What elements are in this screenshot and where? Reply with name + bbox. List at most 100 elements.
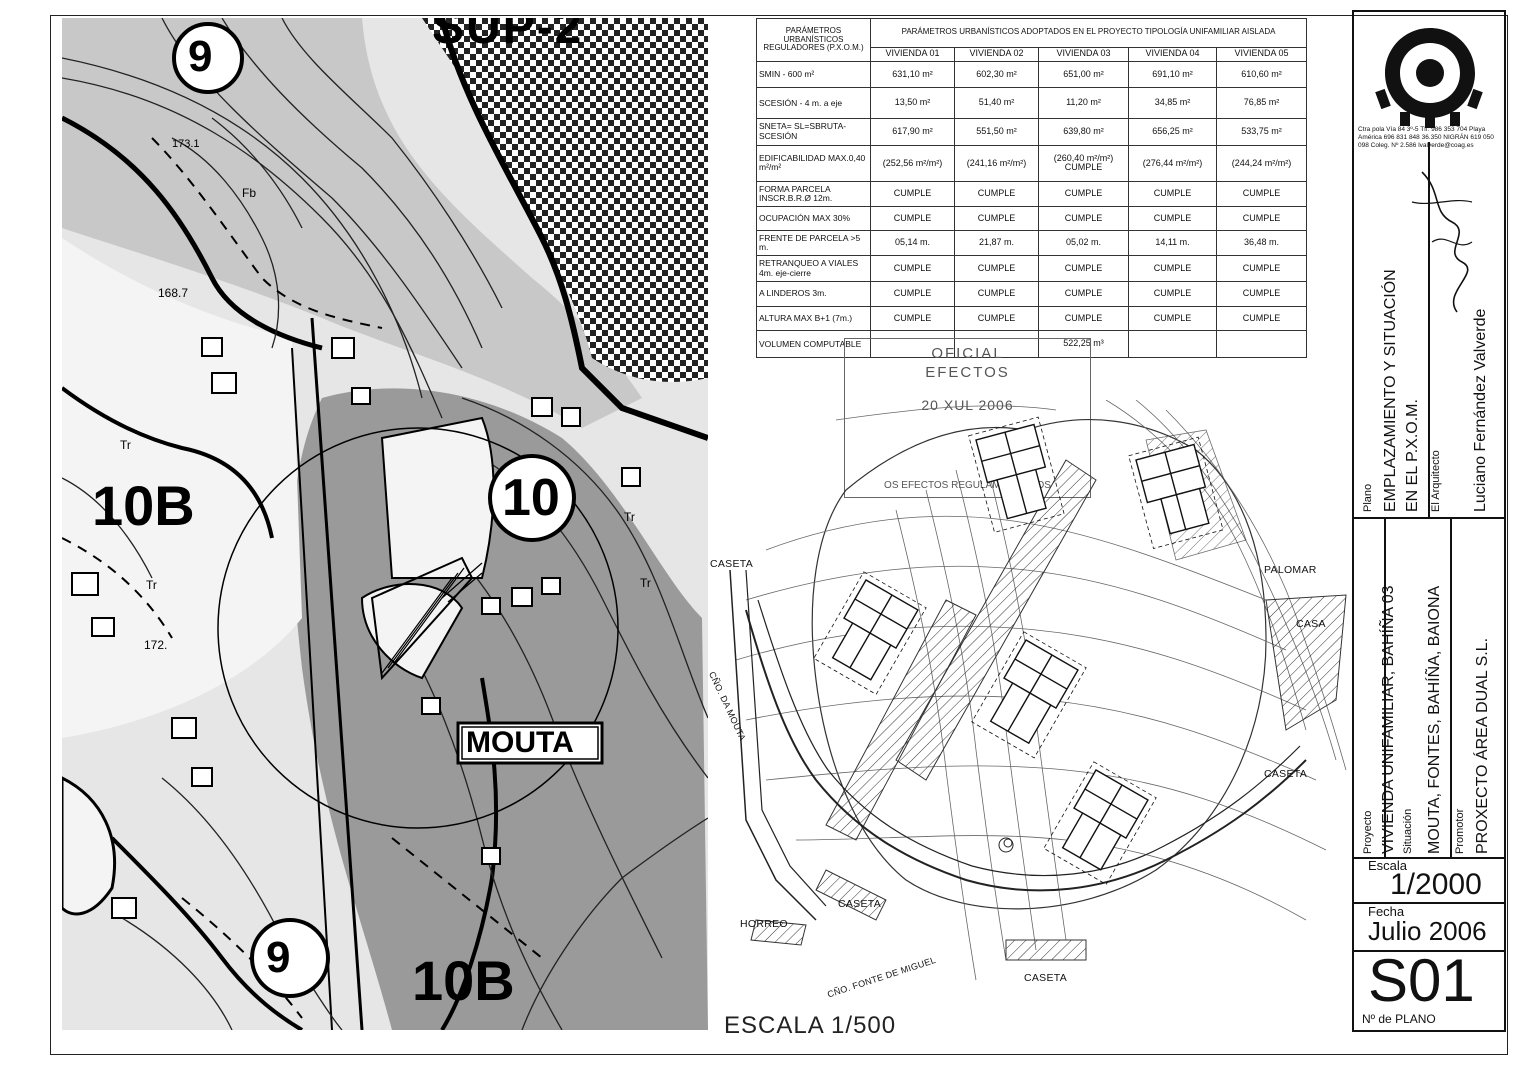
- table-cell: 36,48 m.: [1215, 230, 1308, 256]
- table-cell: 639,80 m²: [1038, 118, 1129, 146]
- table-cell: 631,10 m²: [870, 60, 955, 89]
- spot-height-1: 173.1: [172, 138, 200, 150]
- table-row: ALTURA MAX B+1 (7m.) CUMPLE CUMPLE CUMPL…: [756, 305, 1308, 332]
- terrain-tag-2: Tr: [146, 578, 157, 592]
- table-col-header: VIVIENDA 02: [954, 46, 1039, 62]
- situacion-value: MOUTA, FONTES, BAHÍÑA, BAIONA: [1426, 585, 1443, 854]
- stamp-date: 20 XUL 2006: [921, 397, 1014, 413]
- table-row-label: SMIN - 600 m²: [756, 60, 871, 89]
- pxom-map-drawing: [62, 18, 708, 1030]
- table-cell: 05,02 m.: [1038, 230, 1129, 256]
- terrain-tag-4: Tr: [640, 576, 651, 590]
- table-cell: CUMPLE: [1038, 305, 1129, 332]
- arquitecto-name: Luciano Fernández Valverde: [1472, 308, 1489, 512]
- table-row-label: EDIFICABILIDAD MAX.0,40 m²/m²: [756, 144, 871, 183]
- table-cell: 21,87 m.: [954, 230, 1039, 256]
- table-param-header: PARÁMETROS URBANÍSTICOS REGULADORES (P.X…: [756, 18, 871, 62]
- table-cell: CUMPLE: [870, 205, 955, 232]
- fecha-value: Julio 2006: [1368, 916, 1487, 946]
- table-cell: 34,85 m²: [1128, 87, 1217, 120]
- table-cell: CUMPLE: [1128, 181, 1217, 207]
- table-cell: CUMPLE: [870, 254, 955, 283]
- zone-label-10: 10: [502, 469, 560, 527]
- table-cell: CUMPLE: [954, 205, 1039, 232]
- table-row: SNETA= SL=SBRUTA-SCESIÓN 617,90 m² 551,5…: [756, 118, 1308, 146]
- table-cell: [870, 330, 955, 358]
- table-col-header: VIVIENDA 05: [1215, 46, 1308, 62]
- table-cell: 522,25 m³: [1038, 330, 1129, 358]
- table-cell: CUMPLE: [870, 281, 955, 307]
- terrain-tag-3: Tr: [624, 510, 635, 524]
- label-caseta-2: CASETA: [1264, 768, 1308, 780]
- architect-signature: [1411, 171, 1473, 313]
- label-casa: CASA: [1296, 618, 1326, 630]
- label-caseta-4: CASETA: [1024, 972, 1068, 984]
- place-label-mouta: MOUTA: [466, 726, 574, 759]
- table-main-header: PARÁMETROS URBANÍSTICOS ADOPTADOS EN EL …: [869, 18, 1308, 48]
- label-horreo: HORREO: [740, 918, 788, 930]
- architect-logo: [1375, 28, 1483, 128]
- table-row-label: VOLUMEN COMPUTABLE: [756, 330, 871, 358]
- table-cell: (252,56 m²/m²): [870, 144, 955, 183]
- table-cell: 76,85 m²: [1215, 87, 1308, 120]
- drawing-frame: [50, 15, 1508, 1055]
- table-cell: CUMPLE: [870, 181, 955, 207]
- terrain-tag-5: Fb: [242, 186, 257, 200]
- table-row: OCUPACIÓN MAX 30% CUMPLE CUMPLE CUMPLE C…: [756, 205, 1308, 232]
- escala-label: Escala: [1368, 858, 1408, 873]
- table-cell: CUMPLE: [870, 305, 955, 332]
- table-col-header: VIVIENDA 03: [1038, 46, 1129, 62]
- label-caseta-3: CASETA: [838, 898, 882, 910]
- zone-label-10b-bottom: 10B: [412, 949, 515, 1012]
- spot-height-3: 172.: [144, 638, 168, 652]
- table-cell: 691,10 m²: [1128, 60, 1217, 89]
- promotor-value: PROXECTO ÁREA DUAL S.L.: [1474, 637, 1491, 854]
- spot-height-2: 168.7: [158, 286, 189, 300]
- table-row: SCESIÓN - 4 m. a eje 13,50 m² 51,40 m² 1…: [756, 87, 1308, 120]
- table-row: VOLUMEN COMPUTABLE 522,25 m³: [756, 330, 1308, 358]
- stamp-line-2: EFECTOS: [925, 364, 1010, 381]
- table-row: EDIFICABILIDAD MAX.0,40 m²/m² (252,56 m²…: [756, 144, 1308, 183]
- fecha-label: Fecha: [1368, 904, 1405, 919]
- table-row-label: RETRANQUEO A VIALES 4m. eje-cierre: [756, 254, 871, 283]
- plano-title-2: EN EL P.X.O.M.: [1404, 399, 1421, 512]
- table-cell: 533,75 m²: [1215, 118, 1308, 146]
- proyecto-name: VIVIENDA UNIFAMILIAR, BAHÍÑA 03: [1380, 585, 1397, 854]
- arquitecto-label: El Arquitecto: [1430, 450, 1442, 512]
- table-cell: 51,40 m²: [954, 87, 1039, 120]
- site-plan-drawing: [729, 400, 1347, 981]
- table-row: FORMA PARCELA INSCR.B.R.Ø 12m. CUMPLE CU…: [756, 181, 1308, 207]
- title-block: Ctra pola Vía 84 3º-5 Tlf: 986 353 704 P…: [1352, 10, 1506, 1032]
- table-cell: CUMPLE: [1215, 305, 1308, 332]
- table-cell: [1128, 330, 1217, 358]
- situacion-label: Situación: [1402, 808, 1414, 854]
- zone-label-sup2: SUP-2: [432, 18, 584, 54]
- table-row-label: SCESIÓN - 4 m. a eje: [756, 87, 871, 120]
- zone-label-9-bottom: 9: [266, 933, 291, 982]
- table-row-label: FRENTE DE PARCELA >5 m.: [756, 230, 871, 256]
- table-cell: 551,50 m²: [954, 118, 1039, 146]
- table-cell: CUMPLE: [1128, 281, 1217, 307]
- label-caseta-1: CASETA: [710, 558, 754, 570]
- promotor-label: Promotor: [1454, 808, 1466, 854]
- table-cell: CUMPLE: [1215, 205, 1308, 232]
- table-cell: [954, 330, 1039, 358]
- table-cell: CUMPLE: [1038, 281, 1129, 307]
- table-cell: 651,00 m²: [1038, 60, 1129, 89]
- table-cell: 617,90 m²: [870, 118, 955, 146]
- table-row: FRENTE DE PARCELA >5 m. 05,14 m. 21,87 m…: [756, 230, 1308, 256]
- table-cell: 656,25 m²: [1128, 118, 1217, 146]
- escala-value: 1/2000: [1390, 868, 1482, 901]
- table-cell: CUMPLE: [1128, 205, 1217, 232]
- table-cell: 610,60 m²: [1215, 60, 1308, 89]
- table-cell: 05,14 m.: [870, 230, 955, 256]
- table-cell: (244,24 m²/m²): [1215, 144, 1308, 183]
- zone-label-10b: 10B: [92, 474, 195, 537]
- table-cell: CUMPLE: [1215, 254, 1308, 283]
- table-row-label: FORMA PARCELA INSCR.B.R.Ø 12m.: [756, 181, 871, 207]
- table-cell: (276,44 m²/m²): [1128, 144, 1217, 183]
- pxom-map: 9 SUP-2 10B 10 MOUTA 9 10B 173.1 168.7 1…: [62, 18, 708, 1030]
- table-cell: (241,16 m²/m²): [954, 144, 1039, 183]
- table-cell: 602,30 m²: [954, 60, 1039, 89]
- table-cell: CUMPLE: [1215, 181, 1308, 207]
